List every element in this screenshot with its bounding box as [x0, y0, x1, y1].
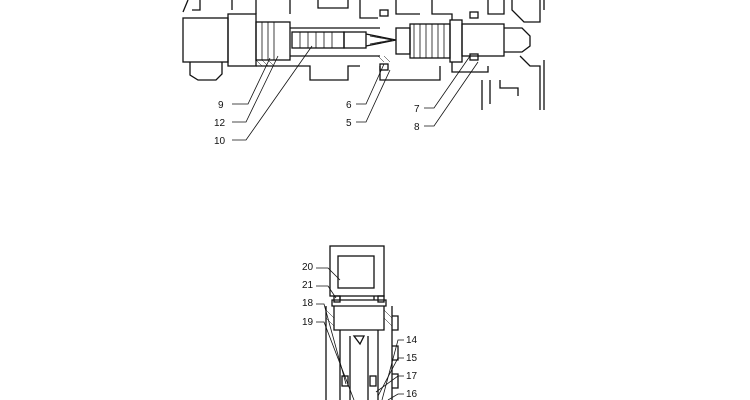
callout-19: 19 — [302, 317, 314, 328]
callout-18: 18 — [302, 298, 314, 309]
bottom-callout-labels: 20 21 18 19 14 15 17 16 — [302, 262, 418, 400]
bottom-leaders — [316, 267, 404, 400]
callout-17: 17 — [406, 371, 418, 382]
callout-12: 12 — [214, 118, 226, 129]
top-callout-labels: 9 12 10 6 5 7 8 — [214, 100, 420, 147]
callout-6: 6 — [346, 100, 352, 111]
top-leaders — [232, 45, 479, 141]
callout-16: 16 — [406, 389, 418, 400]
callout-14: 14 — [406, 335, 418, 346]
callout-21: 21 — [302, 280, 314, 291]
lower-cartridge-assembly — [325, 245, 399, 400]
callout-15: 15 — [406, 353, 418, 364]
upper-valve-assembly — [182, 0, 545, 110]
callout-9: 9 — [218, 100, 224, 111]
callout-7: 7 — [414, 104, 420, 115]
callout-10: 10 — [214, 136, 226, 147]
callout-5: 5 — [346, 118, 352, 129]
callout-20: 20 — [302, 262, 314, 273]
callout-8: 8 — [414, 122, 420, 133]
